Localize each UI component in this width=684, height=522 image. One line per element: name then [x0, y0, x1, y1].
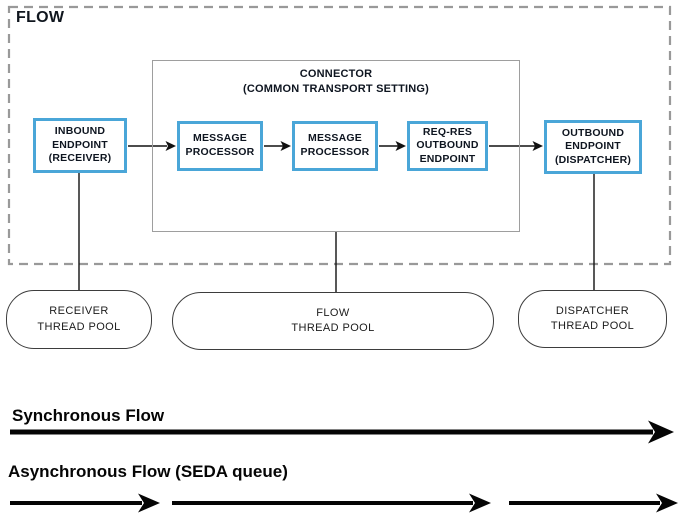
node-connector-arrows — [128, 141, 543, 151]
sync-flow-arrow — [10, 420, 674, 444]
flow-frame-label: FLOW — [16, 9, 65, 26]
arrow-reqres-to-outbound — [489, 141, 543, 151]
async-arrow-segment-3 — [509, 493, 678, 513]
node-message-processor-1: MESSAGE PROCESSOR — [177, 121, 263, 171]
connector-container: CONNECTOR (COMMON TRANSPORT SETTING) — [152, 60, 520, 232]
node-reqres-outbound-endpoint: REQ-RES OUTBOUND ENDPOINT — [407, 121, 488, 171]
legend-synchronous-flow-label: Synchronous Flow — [12, 406, 165, 425]
async-arrow-segment-1 — [10, 493, 160, 513]
node-inbound-endpoint: INBOUND ENDPOINT (RECEIVER) — [33, 118, 127, 173]
pool-dispatcher-thread: DISPATCHER THREAD POOL — [518, 290, 667, 348]
node-outbound-endpoint: OUTBOUND ENDPOINT (DISPATCHER) — [544, 120, 642, 174]
pool-flow-thread: FLOW THREAD POOL — [172, 292, 494, 350]
connector-title: CONNECTOR (COMMON TRANSPORT SETTING) — [242, 68, 430, 95]
async-flow-arrows — [10, 493, 678, 513]
flow-frame-border — [7, 5, 672, 266]
arrow-mp2-to-reqres — [379, 141, 406, 151]
node-message-processor-2: MESSAGE PROCESSOR — [292, 121, 378, 171]
pool-receiver-thread: RECEIVER THREAD POOL — [6, 290, 152, 349]
arrow-inbound-to-mp1 — [128, 141, 176, 151]
legend-asynchronous-flow-label: Asynchronous Flow (SEDA queue) — [8, 462, 288, 481]
thread-pool-links — [78, 173, 595, 292]
async-arrow-segment-2 — [172, 493, 491, 513]
arrow-mp1-to-mp2 — [264, 141, 291, 151]
